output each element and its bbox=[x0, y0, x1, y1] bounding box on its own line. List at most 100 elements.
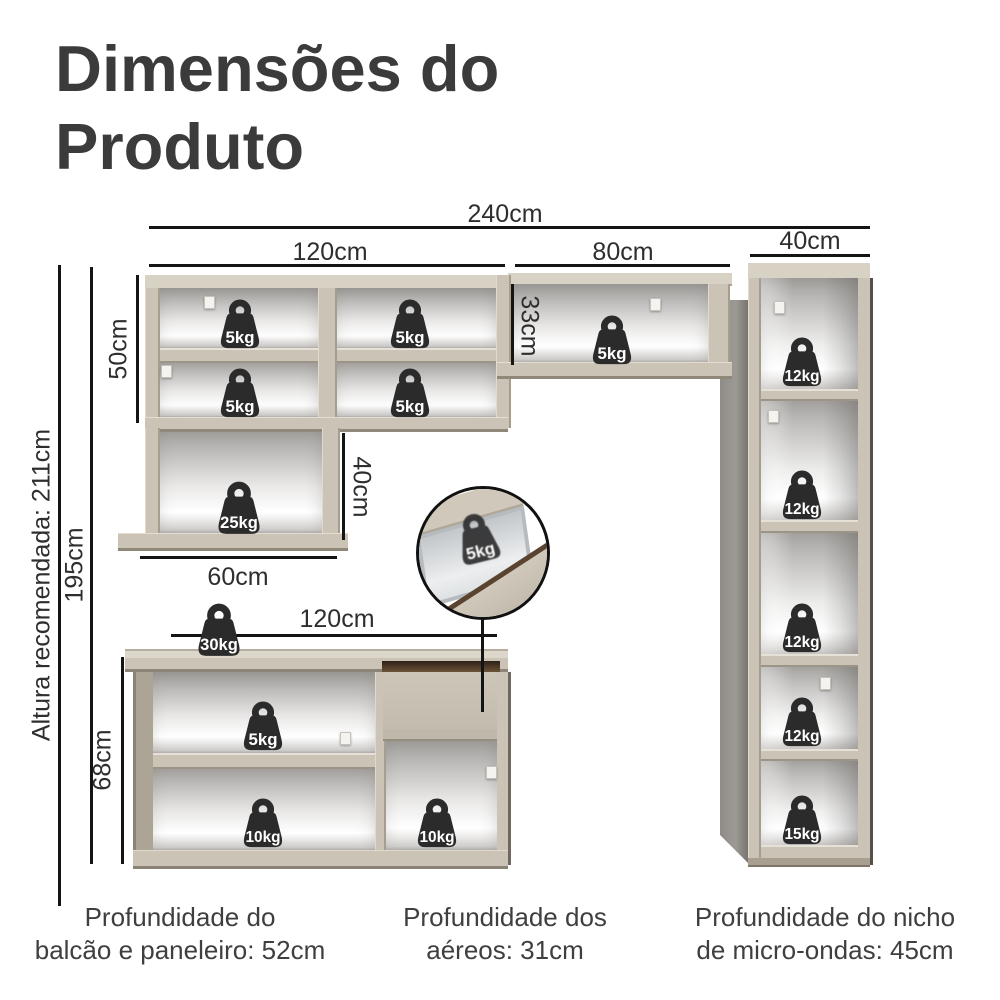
svg-text:12kg: 12kg bbox=[784, 634, 819, 651]
svg-text:5kg: 5kg bbox=[226, 397, 255, 416]
weight-badge: 10kg bbox=[408, 798, 466, 854]
detail-connector-line bbox=[481, 617, 484, 712]
shelf-pin bbox=[768, 410, 779, 423]
weight-badge: 12kg bbox=[773, 603, 831, 659]
dim-label-60cm: 60cm bbox=[207, 563, 269, 591]
weight-icon: 5kg bbox=[390, 299, 430, 349]
dim-label-80cm: 80cm bbox=[592, 238, 654, 266]
dim-label-120cm-counter: 120cm bbox=[299, 605, 375, 633]
dim-line-68cm bbox=[121, 657, 124, 864]
weight-badge: 5kg bbox=[234, 701, 292, 757]
counter-top-surface bbox=[125, 649, 508, 660]
tower-left-stile bbox=[748, 278, 761, 865]
weight-icon: 5kg bbox=[220, 299, 260, 349]
detail-weight: 5kg bbox=[443, 507, 513, 575]
drawer-bottom-rail bbox=[383, 729, 497, 741]
caption-line: Profundidade do bbox=[84, 902, 276, 932]
dim-line-33cm bbox=[511, 284, 514, 365]
shelf-pin bbox=[820, 677, 831, 690]
caption-counter-depth: Profundidade do balcão e paneleiro: 52cm bbox=[30, 901, 330, 967]
weight-badge: 5kg bbox=[381, 299, 439, 355]
caption-line: Profundidade do nicho bbox=[694, 902, 956, 932]
svg-text:10kg: 10kg bbox=[245, 829, 280, 846]
weight-badge: 12kg bbox=[773, 697, 831, 753]
svg-text:15kg: 15kg bbox=[784, 826, 819, 843]
svg-text:5kg: 5kg bbox=[396, 328, 425, 347]
counter-top-front bbox=[125, 658, 508, 669]
drawer-handle-gap bbox=[382, 661, 500, 672]
weight-icon: 5kg bbox=[220, 368, 260, 418]
tower-shelf bbox=[758, 520, 858, 533]
shelf-pin bbox=[774, 301, 785, 314]
shelf-pin bbox=[486, 766, 497, 779]
dim-line-50cm bbox=[136, 275, 139, 423]
upper-cabinet-left-stile bbox=[145, 288, 160, 428]
svg-text:12kg: 12kg bbox=[784, 368, 819, 385]
svg-text:5kg: 5kg bbox=[226, 328, 255, 347]
dim-label-68cm: 68cm bbox=[88, 729, 117, 791]
caption-niche-depth: Profundidade do nicho de micro-ondas: 45… bbox=[650, 901, 1000, 967]
svg-text:10kg: 10kg bbox=[419, 829, 454, 846]
dim-label-195cm: 195cm bbox=[60, 527, 89, 603]
dim-label-40cm-side: 40cm bbox=[347, 456, 376, 518]
aerial-cabinet-right-stile bbox=[708, 284, 730, 375]
weight-icon: 5kg bbox=[592, 315, 632, 365]
svg-text:30kg: 30kg bbox=[200, 635, 238, 654]
caption-line: Profundidade dos bbox=[403, 902, 607, 932]
weight-icon: 30kg bbox=[198, 603, 240, 656]
weight-icon: 10kg bbox=[417, 798, 457, 848]
weight-icon: 12kg bbox=[782, 337, 822, 387]
shelf-pin bbox=[650, 298, 661, 311]
caption-line: balcão e paneleiro: 52cm bbox=[34, 935, 326, 965]
dim-line-40cm-top bbox=[750, 254, 870, 257]
dim-line-60cm bbox=[140, 556, 337, 559]
dim-line-195cm bbox=[90, 267, 93, 864]
upper-cabinet-center-stile bbox=[318, 288, 337, 417]
dim-line-211cm bbox=[58, 265, 61, 906]
shelf-pin bbox=[204, 296, 215, 309]
weight-badge: 25kg bbox=[208, 481, 270, 541]
counter-top-edge bbox=[125, 669, 508, 672]
counter-left-wall bbox=[133, 672, 153, 865]
weight-badge: 30kg bbox=[188, 603, 250, 663]
weight-badge: 5kg bbox=[381, 368, 439, 424]
shelf-pin bbox=[340, 732, 351, 745]
dim-line-40cm-side bbox=[342, 433, 345, 540]
dim-line-240cm bbox=[149, 226, 870, 229]
dim-label-33cm: 33cm bbox=[515, 295, 544, 357]
svg-text:5kg: 5kg bbox=[598, 344, 627, 363]
weight-icon: 12kg bbox=[782, 603, 822, 653]
caption-line: de micro-ondas: 45cm bbox=[696, 935, 954, 965]
counter-right-wall bbox=[497, 672, 511, 865]
drawer-detail-callout: 5kg bbox=[416, 486, 550, 620]
svg-text:12kg: 12kg bbox=[784, 501, 819, 518]
page-title: Dimensões do Produto bbox=[55, 30, 499, 186]
caption-aerial-depth: Profundidade dos aéreos: 31cm bbox=[355, 901, 655, 967]
dim-line-80cm bbox=[515, 264, 730, 267]
svg-text:25kg: 25kg bbox=[220, 513, 258, 532]
weight-icon: 12kg bbox=[782, 470, 822, 520]
page-title-line1: Dimensões do bbox=[55, 32, 500, 105]
weight-badge: 5kg bbox=[583, 315, 641, 371]
pantry-box-right-stile bbox=[322, 428, 340, 533]
dim-line-120cm-top bbox=[149, 264, 505, 267]
weight-icon: 12kg bbox=[782, 697, 822, 747]
dim-label-120cm-top: 120cm bbox=[292, 238, 368, 266]
dim-label-240cm: 240cm bbox=[467, 200, 543, 228]
svg-text:5kg: 5kg bbox=[396, 397, 425, 416]
dim-label-altura-recomendada: Altura recomendada: 211cm bbox=[27, 428, 56, 742]
weight-badge: 5kg bbox=[211, 299, 269, 355]
tower-bottom-edge bbox=[748, 858, 870, 867]
svg-text:5kg: 5kg bbox=[249, 730, 278, 749]
dim-line-120cm-counter bbox=[171, 634, 497, 637]
weight-icon: 5kg bbox=[243, 701, 283, 751]
weight-badge: 12kg bbox=[773, 337, 831, 393]
dim-label-40cm-top: 40cm bbox=[779, 227, 841, 255]
page-title-line2: Produto bbox=[55, 110, 305, 183]
weight-badge: 5kg bbox=[211, 368, 269, 424]
tower-shelf bbox=[758, 654, 858, 667]
weight-badge: 12kg bbox=[773, 470, 831, 526]
tower-shelf bbox=[758, 389, 858, 401]
weight-badge: 15kg bbox=[773, 795, 831, 851]
